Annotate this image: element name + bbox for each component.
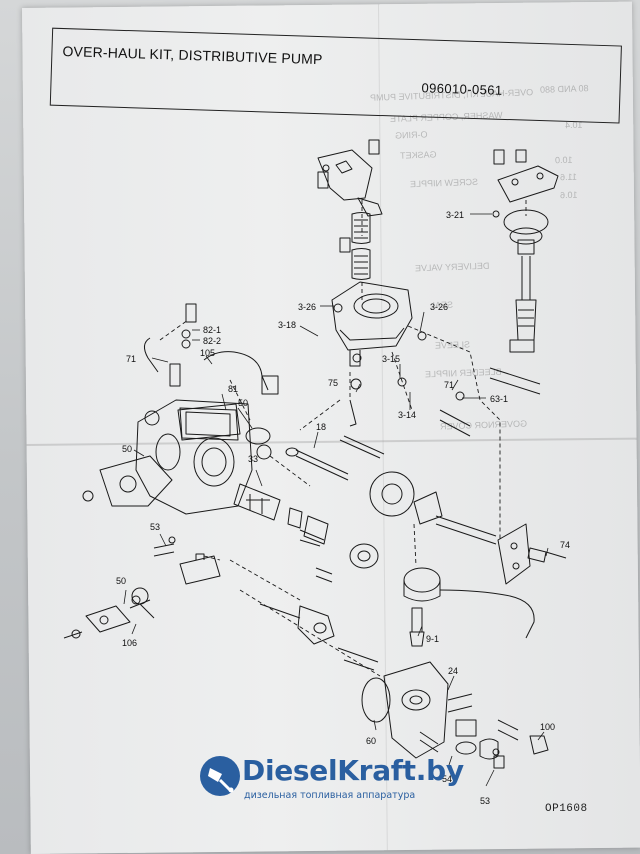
drawing-code: OP1608 bbox=[545, 803, 588, 815]
callout-label: 3-21 bbox=[446, 210, 464, 220]
callout-label: 50 bbox=[122, 444, 132, 454]
callout-label: 71 bbox=[444, 380, 454, 390]
callout-label: 3-26 bbox=[298, 302, 316, 312]
injector-icon bbox=[200, 756, 240, 796]
callout-leaders bbox=[123, 213, 549, 787]
callout-label: 71 bbox=[126, 354, 136, 364]
callout-label: 105 bbox=[200, 348, 215, 358]
timer-bracket bbox=[497, 523, 567, 585]
callout-label: 54 bbox=[442, 774, 452, 784]
callout-label: 63-1 bbox=[490, 394, 508, 404]
cover-plate bbox=[63, 599, 155, 639]
callout-label: 82-1 bbox=[203, 325, 221, 335]
callout-label: 33 bbox=[248, 454, 258, 464]
callout-label: 74 bbox=[560, 540, 570, 550]
brand-tagline: дизельная топливная аппаратура bbox=[244, 790, 416, 801]
drive-shaft-assembly bbox=[233, 447, 497, 583]
cover-gasket bbox=[177, 403, 271, 445]
callout-label: 3-26 bbox=[430, 302, 448, 312]
callout-label: 24 bbox=[448, 666, 458, 676]
distributor-head bbox=[259, 603, 549, 769]
callout-label: 81 bbox=[228, 384, 238, 394]
callout-label: 9-1 bbox=[426, 634, 439, 644]
callout-label: 53 bbox=[480, 796, 490, 806]
callout-label: 53 bbox=[150, 522, 160, 532]
watermark-logo: DieselKraft.by дизельная топливная аппар… bbox=[190, 748, 464, 808]
governor-lever-bracket bbox=[317, 139, 383, 217]
pump-housing bbox=[82, 303, 253, 515]
spring-assembly bbox=[339, 212, 371, 280]
callout-label: 3-18 bbox=[278, 320, 296, 330]
governor-housing bbox=[331, 281, 413, 367]
control-lever bbox=[339, 435, 385, 459]
callout-label: 106 bbox=[122, 638, 137, 648]
leader-lines bbox=[159, 200, 527, 677]
callout-label: 82-2 bbox=[203, 336, 221, 346]
washer-set bbox=[131, 210, 500, 756]
callout-label: 75 bbox=[328, 378, 338, 388]
callout-label: 3-15 bbox=[382, 354, 400, 364]
solenoid-wire bbox=[203, 351, 269, 391]
callout-label: 100 bbox=[540, 722, 555, 732]
fuel-cut-solenoid bbox=[403, 567, 535, 647]
callout-label: 50 bbox=[238, 398, 248, 408]
callout-label: 18 bbox=[316, 422, 326, 432]
brand-name: DieselKraft.by bbox=[242, 754, 464, 787]
callout-label: 60 bbox=[366, 736, 376, 746]
plunger-sleeve bbox=[153, 543, 221, 585]
connector-plug bbox=[261, 375, 279, 395]
callout-label: 50 bbox=[116, 576, 126, 586]
callout-label: 3-14 bbox=[398, 410, 416, 420]
adjusting-screw bbox=[349, 399, 357, 427]
delivery-valve-column bbox=[439, 149, 559, 437]
